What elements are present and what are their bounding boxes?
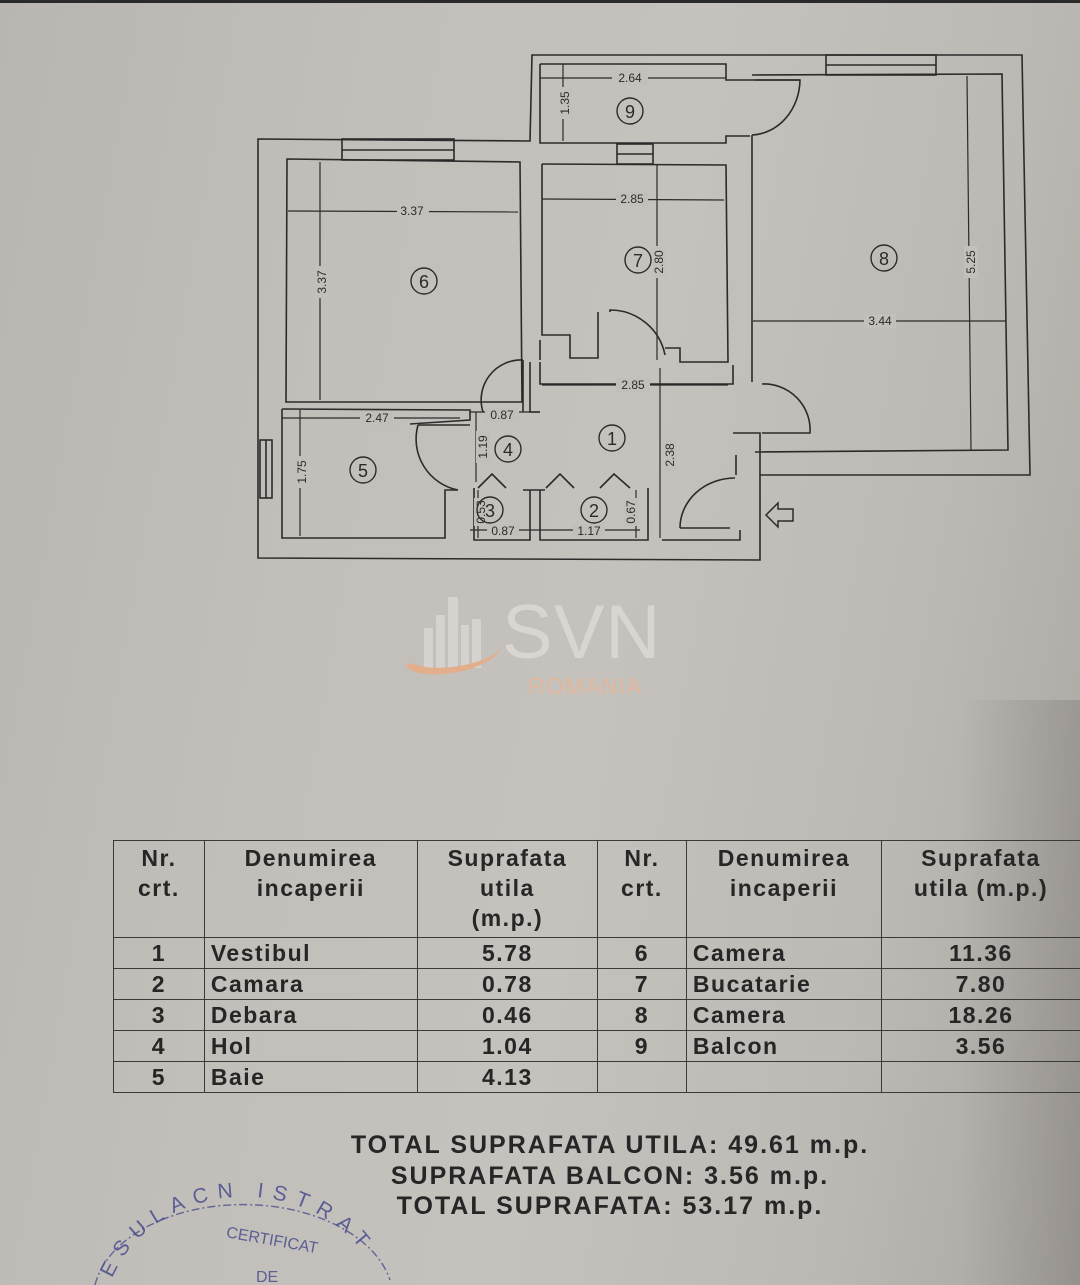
cell-area: 0.46 bbox=[416, 999, 598, 1031]
room-marker-9: 9 bbox=[616, 97, 644, 125]
watermark-brand: SVN bbox=[502, 590, 662, 675]
stamp-line1: CERTIFICAT bbox=[225, 1224, 320, 1257]
svg-text:6: 6 bbox=[419, 272, 429, 292]
cell-name: Vestibul bbox=[203, 937, 418, 969]
cell-nr: 3 bbox=[113, 999, 205, 1031]
cell-nr: 2 bbox=[113, 968, 205, 1000]
outer-walls bbox=[257, 54, 1031, 561]
cell-area: 4.13 bbox=[416, 1061, 598, 1093]
certification-stamp: ESULACN ISTRAT CERTIFICAT DE bbox=[94, 1178, 391, 1285]
cell-area bbox=[880, 1061, 1080, 1093]
watermark: SVN ROMANIA bbox=[400, 585, 680, 705]
dim-room2-width: 1.17 bbox=[577, 524, 601, 538]
dimension-lines bbox=[282, 64, 1006, 538]
cell-nr: 1 bbox=[113, 937, 205, 969]
dimension-labels: 2.64 3.37 2.85 3.44 2.85 2.47 0.87 0.87 … bbox=[295, 71, 978, 538]
svg-text:3: 3 bbox=[485, 501, 495, 521]
room-marker-6: 6 bbox=[410, 267, 438, 295]
cell-nr bbox=[596, 1061, 687, 1093]
svg-text:2: 2 bbox=[589, 501, 599, 521]
cell-name: Camera bbox=[685, 937, 882, 969]
svg-text:8: 8 bbox=[879, 249, 889, 269]
cell-nr: 8 bbox=[596, 999, 687, 1031]
photo-top-edge bbox=[0, 0, 1080, 3]
room-marker-1: 1 bbox=[598, 424, 626, 452]
cell-area: 5.78 bbox=[416, 937, 598, 969]
room-marker-2: 2 bbox=[580, 496, 608, 524]
cell-nr: 6 bbox=[596, 937, 687, 969]
dim-room8-height: 5.25 bbox=[964, 250, 978, 274]
dim-room7-width: 2.85 bbox=[620, 192, 644, 206]
dim-room1-height: 2.38 bbox=[663, 443, 677, 467]
dim-room9-height: 1.35 bbox=[558, 91, 572, 115]
entrance-arrow-icon bbox=[764, 501, 794, 529]
cell-name: Debara bbox=[203, 999, 418, 1031]
table-row: 1 Vestibul 5.78 6 Camera 11.36 bbox=[113, 937, 1080, 969]
doors bbox=[415, 79, 811, 529]
cell-name: Camera bbox=[685, 999, 882, 1031]
cell-name: Balcon bbox=[685, 1030, 882, 1062]
dim-room8-width: 3.44 bbox=[868, 314, 892, 328]
cell-area: 0.78 bbox=[416, 968, 598, 1000]
cell-area: 11.36 bbox=[880, 937, 1080, 969]
room-markers: 9 6 7 8 1 4 5 3 2 bbox=[349, 97, 898, 524]
dim-room9-width: 2.64 bbox=[618, 71, 642, 85]
cell-area: 3.56 bbox=[880, 1030, 1080, 1062]
total-usable-area: TOTAL SUPRAFATA UTILA: 49.61 m.p. bbox=[350, 1131, 870, 1159]
svg-text:5: 5 bbox=[358, 461, 368, 481]
dim-room7-height: 2.80 bbox=[652, 250, 666, 274]
svg-text:7: 7 bbox=[633, 251, 643, 271]
dim-room5-height: 1.75 bbox=[295, 460, 309, 484]
table-row: 4 Hol 1.04 9 Balcon 3.56 bbox=[113, 1030, 1080, 1062]
dim-room4-height: 1.19 bbox=[476, 435, 490, 459]
watermark-subtitle: ROMANIA bbox=[528, 673, 643, 699]
header-nr-2: Nr.crt. bbox=[596, 840, 687, 938]
cell-nr: 4 bbox=[113, 1030, 205, 1062]
cell-name: Baie bbox=[203, 1061, 418, 1093]
svg-text:4: 4 bbox=[503, 440, 513, 460]
cell-area: 1.04 bbox=[416, 1030, 598, 1062]
room-marker-4: 4 bbox=[494, 435, 522, 463]
cell-name bbox=[685, 1061, 882, 1093]
building-swoosh-icon bbox=[406, 597, 504, 675]
room-marker-8: 8 bbox=[870, 244, 898, 272]
dim-room5-width: 2.47 bbox=[365, 411, 389, 425]
dim-room2-height: 0.67 bbox=[624, 500, 638, 524]
dim-room6-height: 3.37 bbox=[315, 270, 329, 294]
cell-nr: 9 bbox=[596, 1030, 687, 1062]
dim-room3-width: 0.87 bbox=[491, 524, 515, 538]
cell-area: 18.26 bbox=[880, 999, 1080, 1031]
table-row: 3 Debara 0.46 8 Camera 18.26 bbox=[113, 999, 1080, 1031]
header-nr: Nr.crt. bbox=[113, 840, 205, 938]
dim-room6-width: 3.37 bbox=[400, 204, 424, 218]
cell-name: Bucatarie bbox=[685, 968, 882, 1000]
room-marker-3: 3 bbox=[476, 496, 504, 524]
table-row: 2 Camara 0.78 7 Bucatarie 7.80 bbox=[113, 968, 1080, 1000]
area-totals: TOTAL SUPRAFATA UTILA: 49.61 m.p. SUPRAF… bbox=[300, 1130, 920, 1222]
dim-room4-width: 0.87 bbox=[490, 408, 514, 422]
room-marker-5: 5 bbox=[349, 456, 377, 484]
cell-name: Hol bbox=[203, 1030, 418, 1062]
total-area: TOTAL SUPRAFATA: 53.17 m.p. bbox=[396, 1192, 824, 1220]
stamp-line2: DE bbox=[256, 1269, 278, 1285]
cell-nr: 5 bbox=[113, 1061, 205, 1093]
cell-name: Camara bbox=[203, 968, 418, 1000]
svg-text:1: 1 bbox=[607, 429, 617, 449]
dim-room1-width: 2.85 bbox=[621, 378, 645, 392]
svg-text:9: 9 bbox=[625, 102, 635, 122]
room-marker-7: 7 bbox=[624, 246, 652, 274]
table-row: 5 Baie 4.13 bbox=[113, 1061, 1080, 1093]
balcony-area: SUPRAFATA BALCON: 3.56 m.p. bbox=[390, 1161, 830, 1190]
cell-nr: 7 bbox=[596, 968, 687, 1000]
cell-area: 7.80 bbox=[880, 968, 1080, 1000]
floor-plan: 2.64 3.37 2.85 3.44 2.85 2.47 0.87 0.87 … bbox=[257, 54, 1031, 561]
